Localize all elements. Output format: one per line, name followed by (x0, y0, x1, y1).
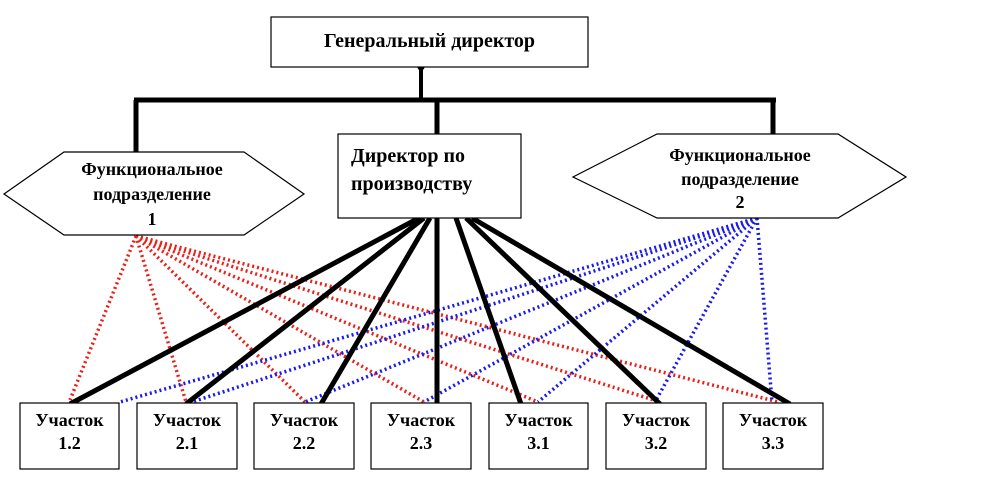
functional-unit-label: подразделение (681, 169, 799, 189)
functional-unit-label: подразделение (93, 184, 211, 204)
site-label: 2.1 (176, 433, 199, 453)
production-director-label: Директор по (351, 145, 465, 167)
general-director-label: Генеральный директор (324, 30, 535, 52)
site-label: Участок (739, 410, 808, 430)
functional-link-1 (134, 235, 188, 403)
site-label: 2.2 (293, 433, 316, 453)
site-label: Участок (153, 410, 222, 430)
functional-link-2 (755, 217, 774, 403)
production-link (464, 216, 662, 406)
general-director-box: Генеральный директор (270, 16, 589, 68)
site-label: 3.1 (527, 433, 550, 453)
site-box: Участок 2.3 (370, 402, 472, 470)
site-box: Участок 3.2 (605, 402, 707, 470)
functional-link-1 (135, 234, 779, 404)
production-links (68, 215, 792, 407)
production-link (453, 217, 524, 405)
functional-link-2 (304, 216, 758, 404)
production-director-box: Директор по производству (337, 133, 522, 219)
functional-unit-label: 1 (148, 209, 157, 229)
functional-links-unit-1 (68, 234, 779, 404)
functional-unit-1: Функциональное подразделение 1 (2, 151, 306, 236)
site-label: 3.3 (762, 433, 785, 453)
production-director-label: производству (351, 173, 472, 195)
production-link (184, 216, 426, 406)
site-box: Участок 2.1 (136, 402, 238, 470)
functional-unit-label: 2 (736, 192, 745, 212)
functional-link-2 (423, 216, 758, 404)
site-label: 3.2 (645, 433, 668, 453)
site-label: Участок (270, 410, 339, 430)
production-link (470, 215, 792, 407)
functional-link-1 (135, 234, 661, 404)
site-box: Участок 1.2 (19, 402, 120, 470)
functional-unit-label: Функциональное (669, 145, 810, 165)
site-label: Участок (35, 410, 104, 430)
site-label: 1.2 (58, 433, 81, 453)
functional-link-2 (191, 216, 758, 404)
functional-unit-label: Функциональное (81, 159, 222, 179)
functional-link-2 (653, 217, 759, 403)
site-label: 2.3 (410, 433, 433, 453)
site-label: Участок (387, 410, 456, 430)
site-box: Участок 3.3 (722, 402, 824, 470)
site-box: Участок 3.1 (488, 402, 589, 470)
functional-link-1 (135, 234, 425, 404)
site-label: Участок (622, 410, 691, 430)
site-box: Участок 2.2 (253, 402, 355, 470)
functional-unit-2: Функциональное подразделение 2 (571, 133, 908, 219)
production-link (68, 215, 421, 407)
production-link (318, 216, 433, 406)
site-label: Участок (504, 410, 573, 430)
